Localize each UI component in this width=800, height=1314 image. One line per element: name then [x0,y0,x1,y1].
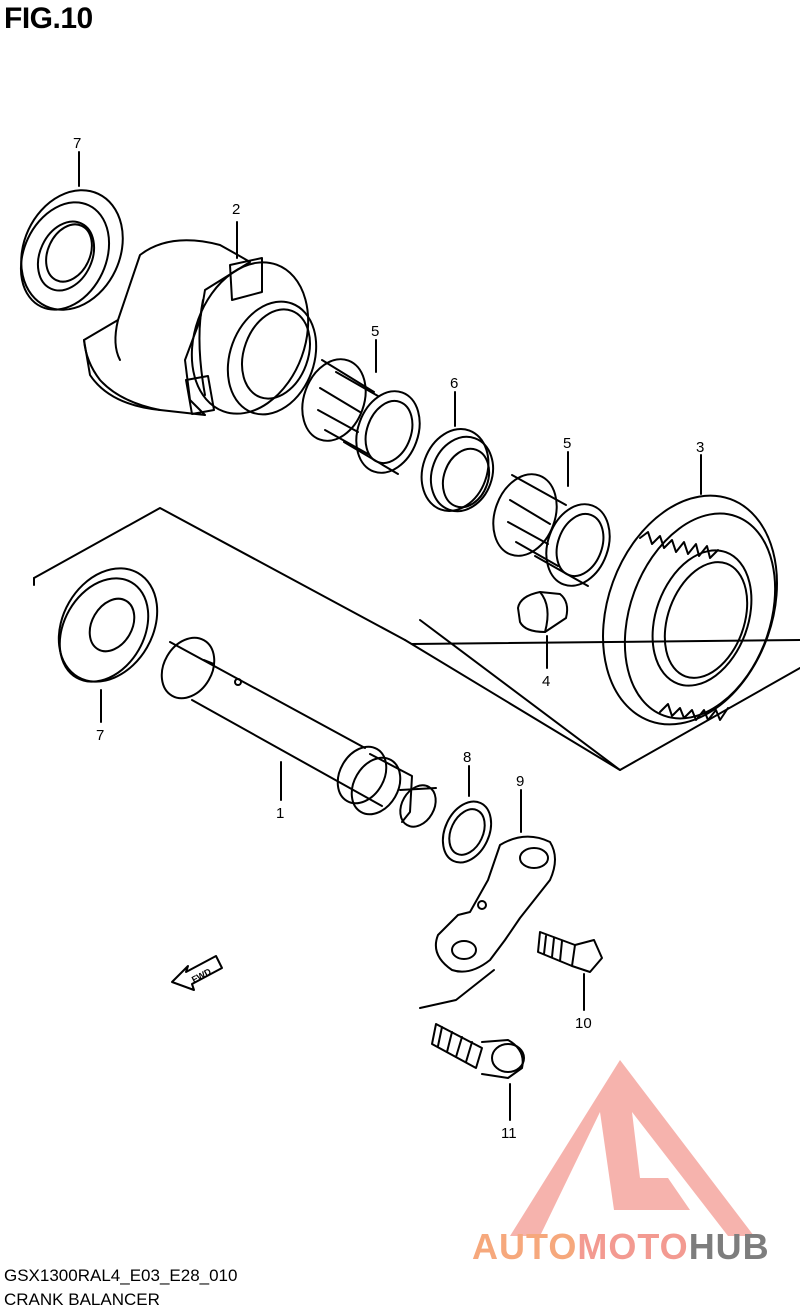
assembly-outline-lower [419,969,495,1009]
part-4-key [517,591,569,633]
part-11-bolt [431,1023,525,1079]
part-7-seal-bottom [57,567,159,683]
part-2-balancer-weight [83,239,318,416]
part-5-needle-bearing-a [301,358,421,475]
callout-7-top: 7 [73,135,81,152]
watermark-text: AUTOMOTOHUB [472,1226,770,1267]
callout-2: 2 [232,201,240,218]
callout-labels: 7 2 5 6 5 3 4 7 1 8 9 10 11 FWD [73,135,704,1142]
callout-5-a: 5 [371,323,379,340]
callout-3: 3 [696,439,704,456]
callout-4: 4 [542,673,550,690]
part-10-bolt [537,931,603,973]
part-8-washer [441,800,493,864]
part-6-spacer [420,428,495,513]
callout-5-b: 5 [563,435,571,452]
part-1-balancer-shaft [160,636,437,828]
callout-9: 9 [516,773,524,790]
callout-10: 10 [575,1015,592,1032]
part-5-needle-bearing-b [492,473,611,587]
callout-6: 6 [450,375,458,392]
callout-7-bottom: 7 [96,727,104,744]
figure-title: FIG.10 [4,2,93,35]
figure-code: GSX1300RAL4_E03_E28_010 [4,1266,238,1285]
callout-8: 8 [463,749,471,766]
assembly-outline-top [33,507,800,645]
part-3-gear [602,494,778,726]
assembly-outline-mid [404,639,621,771]
callout-1: 1 [276,805,284,822]
part-7-seal-top [19,189,124,311]
fwd-arrow-icon [171,955,223,991]
watermark-logo-icon [510,1060,754,1236]
figure-caption: CRANK BALANCER [4,1290,160,1309]
callout-11: 11 [501,1125,517,1142]
part-9-lever [434,835,556,973]
